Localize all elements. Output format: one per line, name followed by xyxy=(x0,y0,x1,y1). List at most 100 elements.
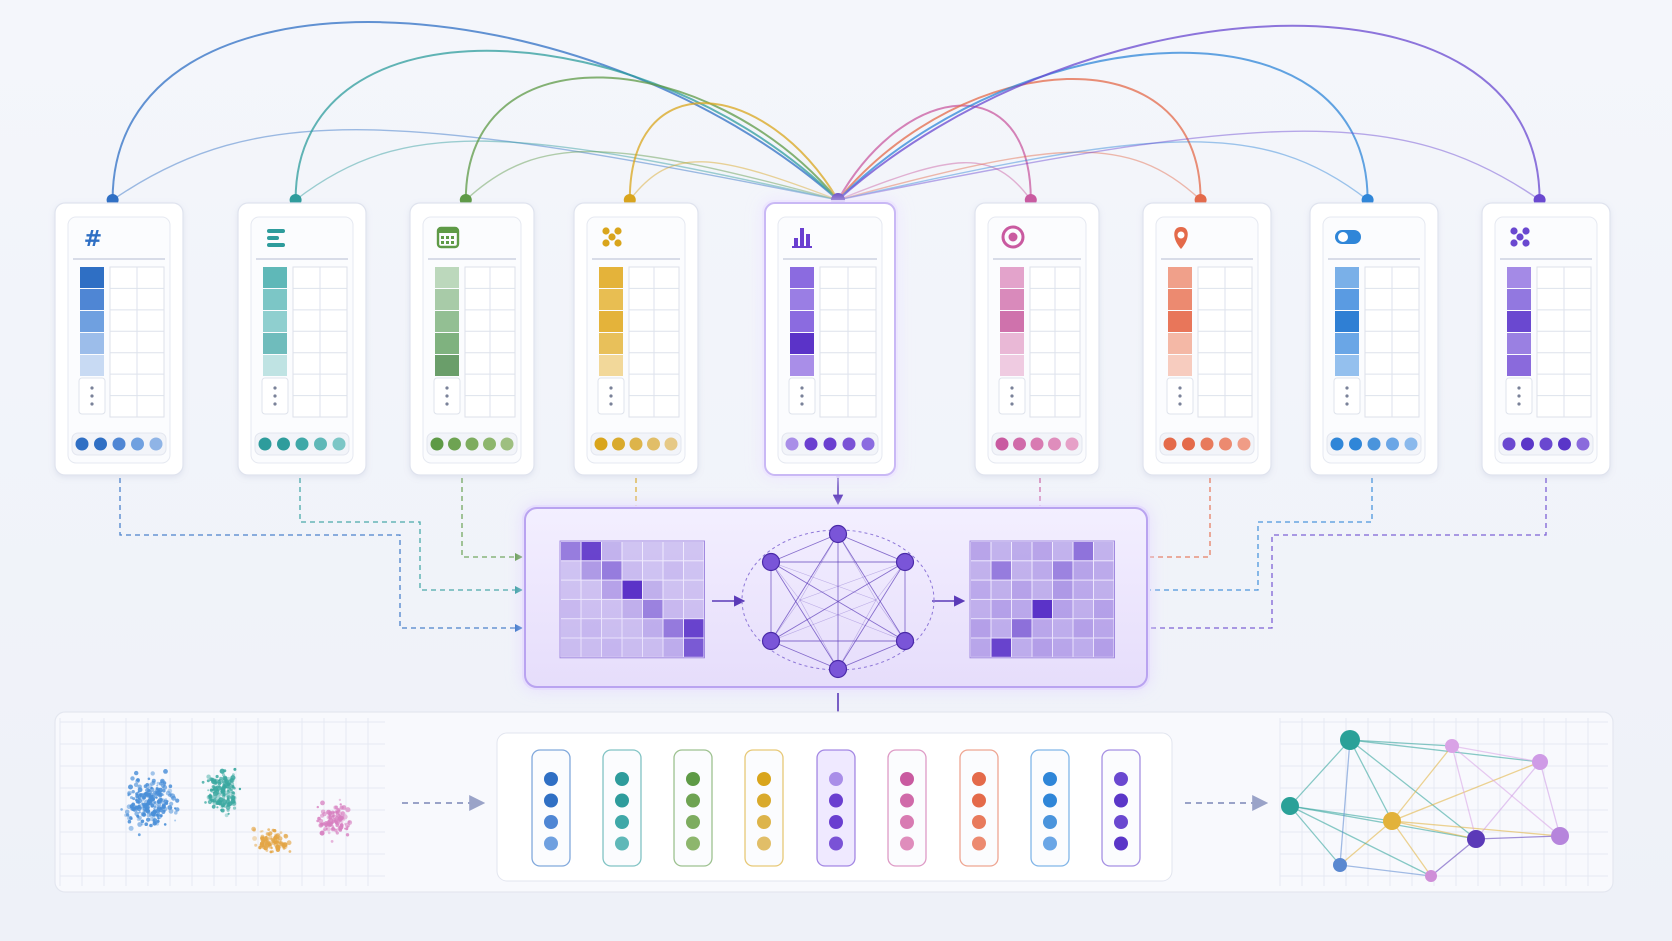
vector-dot xyxy=(686,815,700,829)
scatter-point xyxy=(154,805,157,809)
color-swatch xyxy=(263,311,287,332)
scatter-point xyxy=(324,822,330,828)
encoded-vector-categorical xyxy=(744,749,784,867)
color-swatch xyxy=(1507,267,1531,288)
column-card-date xyxy=(409,202,535,476)
value-dot xyxy=(1048,437,1061,451)
vector-frame xyxy=(816,749,856,867)
network-edge xyxy=(837,533,906,642)
scatter-point xyxy=(175,798,180,803)
scatter-point xyxy=(215,774,219,779)
scatter-point xyxy=(133,782,139,787)
scatter-point xyxy=(124,813,128,817)
vector-dot xyxy=(686,772,700,786)
scatter-point xyxy=(215,800,220,806)
scatter-point xyxy=(134,770,139,776)
scatter-point xyxy=(227,812,230,815)
scatter-point xyxy=(316,805,319,809)
encoded-vector-date xyxy=(673,749,713,867)
scatter-point xyxy=(167,805,173,810)
connection-curve xyxy=(112,129,839,201)
matrix-cell xyxy=(971,619,991,638)
value-dot xyxy=(842,437,856,451)
scatter-point xyxy=(141,807,144,810)
scatter-point xyxy=(225,792,231,798)
scatter-point xyxy=(159,796,162,799)
matrix-cell xyxy=(1094,542,1114,561)
scatter-point xyxy=(279,839,282,842)
network-node xyxy=(761,631,781,651)
scatter-point xyxy=(216,806,219,809)
color-swatch xyxy=(435,355,459,376)
matrix-cell xyxy=(971,561,991,580)
matrix-cell xyxy=(561,619,581,638)
value-dot xyxy=(1367,437,1381,451)
scatter-point xyxy=(141,823,144,826)
matrix-cell xyxy=(684,638,704,657)
encoded-vector-embedding xyxy=(1101,749,1141,867)
scatter-point xyxy=(333,819,337,823)
scatter-point xyxy=(221,793,226,798)
scatter-point xyxy=(142,795,146,800)
ellipsis-dot xyxy=(609,402,613,406)
matrix-cell xyxy=(663,542,683,561)
network-node xyxy=(828,524,848,544)
graph-node xyxy=(1281,797,1299,815)
vector-dot xyxy=(1114,772,1128,786)
graph-edge xyxy=(1451,745,1541,763)
value-dot xyxy=(1182,437,1195,451)
connection-curve xyxy=(837,51,1369,201)
color-swatch xyxy=(435,311,459,332)
color-swatch xyxy=(1335,289,1359,310)
scatter-point xyxy=(230,791,236,796)
scatter-point xyxy=(143,784,148,788)
scatter-point xyxy=(137,833,141,837)
connection-curve xyxy=(628,102,839,201)
scatter-point xyxy=(274,833,278,837)
matrix-border xyxy=(969,540,1115,659)
vector-dot xyxy=(972,772,986,786)
matrix-cell xyxy=(1094,561,1114,580)
vector-dot xyxy=(686,793,700,808)
vector-dot xyxy=(1114,793,1128,808)
color-swatch xyxy=(1507,311,1531,332)
graph-edge xyxy=(1339,820,1393,866)
matrix-cell xyxy=(684,580,704,599)
scatter-point xyxy=(132,807,135,810)
scatter-point xyxy=(328,818,334,824)
value-dot xyxy=(1349,437,1362,451)
column-connection-curves xyxy=(106,21,1546,207)
scatter-point xyxy=(168,808,174,814)
matrix-cell xyxy=(663,599,683,619)
vector-dot xyxy=(615,836,629,851)
vector-dot xyxy=(972,836,986,851)
color-swatch xyxy=(80,289,104,310)
matrix-cell xyxy=(1073,599,1093,619)
matrix-cell xyxy=(1032,638,1052,657)
network-edge xyxy=(837,599,877,670)
color-swatch xyxy=(1168,289,1192,310)
scatter-point xyxy=(155,796,158,799)
vector-frame xyxy=(1030,749,1070,867)
scatter-point xyxy=(207,789,210,792)
scatter-point xyxy=(135,798,138,802)
matrix-cell xyxy=(581,638,601,657)
scatter-point xyxy=(267,841,273,846)
scatter-point xyxy=(223,769,227,773)
scatter-point xyxy=(140,819,145,824)
scatter-point xyxy=(147,788,151,793)
matrix-cell xyxy=(971,580,991,599)
matrix-cell xyxy=(1094,619,1114,638)
vector-dot xyxy=(615,815,629,829)
scatter-point xyxy=(347,820,351,824)
ellipsis-dot xyxy=(445,394,449,398)
scatter-point xyxy=(136,778,140,782)
scatter-point xyxy=(174,811,178,815)
scatter-point xyxy=(327,831,331,835)
connection-curve xyxy=(111,21,839,201)
matrix-cell xyxy=(663,561,683,580)
color-swatch xyxy=(263,355,287,376)
scatter-point xyxy=(231,785,235,789)
scatter-point xyxy=(212,780,217,785)
scatter-point xyxy=(335,814,338,818)
